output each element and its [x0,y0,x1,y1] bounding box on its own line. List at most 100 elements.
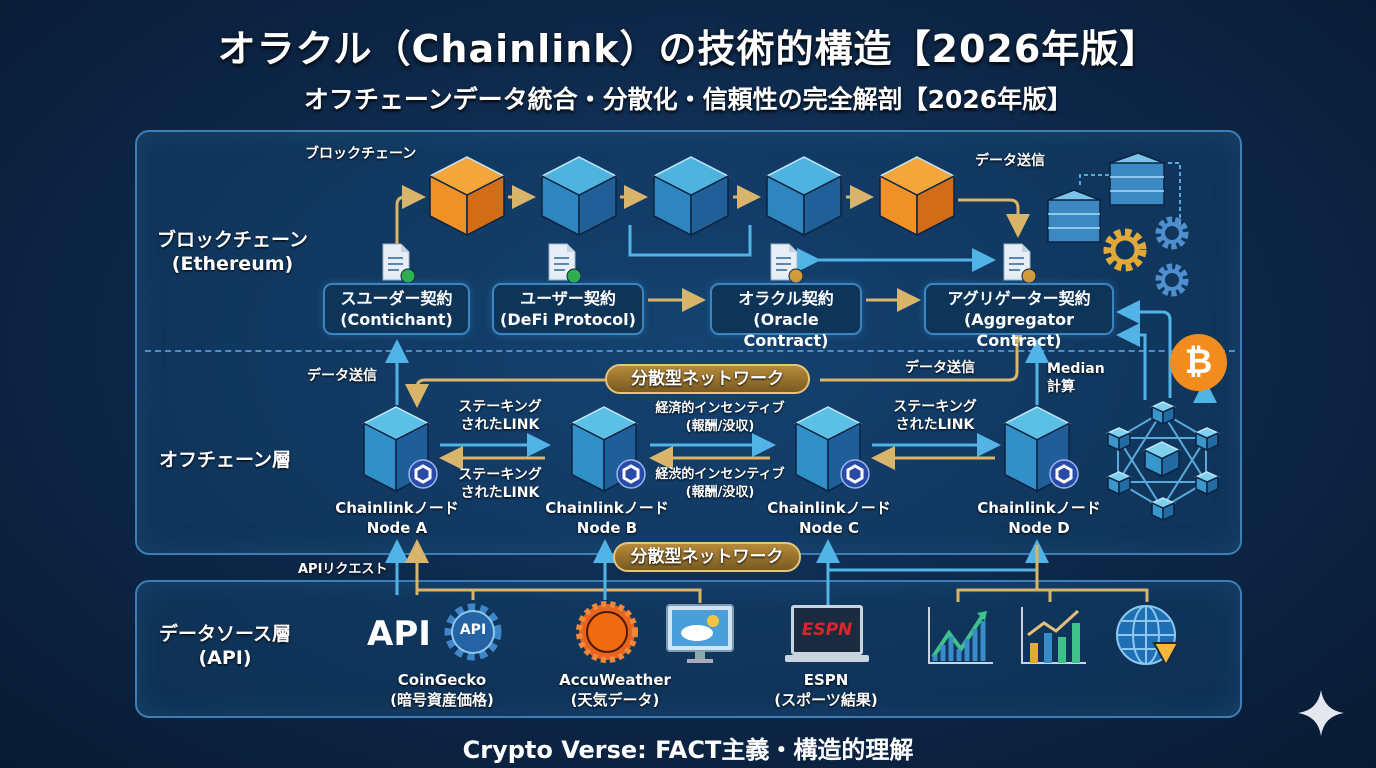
contract-aggregator[interactable]: アグリゲーター契約 (Aggregator Contract) [924,283,1114,350]
espn-label: ESPN(スポーツ結果) [774,670,877,710]
data-send-label-right: データ送信 [905,360,975,376]
decentralized-network-badge-bottom: 分散型ネットワーク [613,542,801,572]
laptop-base [785,655,869,662]
layer-blockchain-sub: (Ethereum) [171,253,294,275]
espn-logo: ESPN [801,620,853,640]
node-name: Chainlinkノード [545,499,669,517]
gear-icon [1155,263,1189,297]
layer-label-blockchain: ブロックチェーン (Ethereum) [140,228,325,276]
staking-label-ab-top: ステーキングされたLINK [458,398,542,434]
median-label: Median 計算 [1047,360,1105,396]
accuweather-label: AccuWeather (天気データ) [559,670,671,710]
api-request-label: APIリクエスト [298,562,388,577]
contract-user-defi[interactable]: ユーザー契約(DeFi Protocol) [492,283,644,335]
chainlink-node-b[interactable] [570,405,646,497]
api-gear-icon: API [443,602,503,662]
source-name: AccuWeather [559,671,671,689]
node-b-label: Chainlinkノード Node B [545,498,669,538]
chainlink-node-d[interactable] [1003,405,1079,497]
node-name: Chainlinkノード [335,499,459,517]
mesh-node-cube [1150,400,1176,430]
bitcoin-icon: ₿ [1170,334,1227,391]
mesh-node-cube [1150,496,1176,526]
staking-text: されたLINK [895,417,975,433]
chain-label: ブロックチェーン [305,146,417,162]
layer-blockchain-title: ブロックチェーン [156,229,309,251]
staking-text: ステーキング [458,467,542,483]
chainlink-node-a[interactable] [362,405,438,497]
incentive-text: 経済的インセンティブ [655,401,785,416]
layer-label-datasource: データソース層 (API) [140,622,310,670]
mesh-node-cube [1106,470,1132,500]
espn-laptop-icon: ESPN [785,605,869,665]
contract-name: オラクル契約 [738,289,834,308]
data-send-label-top: データ送信 [975,153,1045,169]
staking-label-ab-bottom: ステーキングされたLINK [458,466,542,502]
node-id: Node D [1008,519,1070,537]
staking-text: されたLINK [460,485,540,501]
mesh-node-cube [1194,470,1220,500]
contract-name: スユーダー契約 [340,289,453,308]
chainlink-node-c[interactable] [794,405,870,497]
source-name: CoinGecko [397,671,487,689]
layer-datasource-sub: (API) [198,647,252,669]
source-name: ESPN [803,671,849,689]
line-chart-icon [928,607,993,664]
staking-text: ステーキング [458,399,542,415]
layer-datasource-title: データソース層 [158,623,292,645]
contract-sub: (DeFi Protocol) [500,310,636,329]
mesh-center-cube [1143,440,1181,482]
contract-user-contichant[interactable]: スユーダー契約(Contichant) [323,283,470,335]
layer-divider [145,350,1235,352]
mesh-node-cube [1106,426,1132,456]
server-stack-icon [1045,152,1167,243]
api-big-label: API [367,614,431,654]
source-sub: (暗号資産価格) [390,691,494,709]
document-check-icon [547,242,582,288]
footer-caption: Crypto Verse: FACT主義・構造的理解 [462,736,914,764]
layer-label-offchain: オフチェーン層 [158,449,292,471]
block-cube-2 [540,155,618,241]
mesh-node-cube [1194,426,1220,456]
laptop-screen [791,605,863,655]
contract-name: アグリゲーター契約 [947,289,1091,308]
decentralized-network-badge-top: 分散型ネットワーク [605,364,810,394]
node-id: Node B [576,519,638,537]
node-name: Chainlinkノード [977,499,1101,517]
median-text: Median [1047,361,1105,377]
staking-label-cd: ステーキングされたLINK [893,398,977,434]
page-subtitle: オフチェーンデータ統合・分散化・信頼性の完全解剖【2026年版】 [303,85,1073,114]
chainlink-logo-icon [616,459,646,489]
server-gear-cluster [1045,152,1189,297]
data-send-label-left: データ送信 [307,368,377,384]
block-cube-3 [652,155,730,241]
coingecko-label: CoinGecko (暗号資産価格) [390,670,494,710]
incentive-text: (報酬/没収) [685,419,755,434]
incentive-label-bc-bottom: 経渋的インセンティブ(報酬/没収) [655,466,784,502]
api-gear-text: API [459,622,487,638]
sparkle-icon [1298,690,1344,736]
chainlink-logo-icon [840,459,870,489]
globe-icon [1116,605,1180,667]
page-title: オラクル（Chainlink）の技術的構造【2026年版】 [217,27,1159,71]
node-id: Node A [366,519,428,537]
weather-monitor-icon [666,604,734,663]
gear-icon [1155,216,1189,250]
contract-sub: (Oracle Contract) [743,310,829,350]
staking-text: ステーキング [893,399,977,415]
bar-chart-icon [1021,607,1086,664]
contract-oracle[interactable]: オラクル契約 (Oracle Contract) [710,283,862,350]
median-calc-text: 計算 [1047,379,1075,395]
source-sub: (天気データ) [570,691,660,709]
incentive-text: 経渋的インセンティブ [655,467,785,482]
block-cube-5 [878,155,956,241]
contract-sub: (Aggregator Contract) [963,310,1075,350]
sun-icon [576,601,638,663]
document-bitcoin-icon [1002,242,1037,288]
block-cube-4 [765,155,843,241]
node-a-label: Chainlinkノード Node A [335,498,459,538]
block-cube-1 [428,155,506,241]
node-name: Chainlinkノード [767,499,891,517]
